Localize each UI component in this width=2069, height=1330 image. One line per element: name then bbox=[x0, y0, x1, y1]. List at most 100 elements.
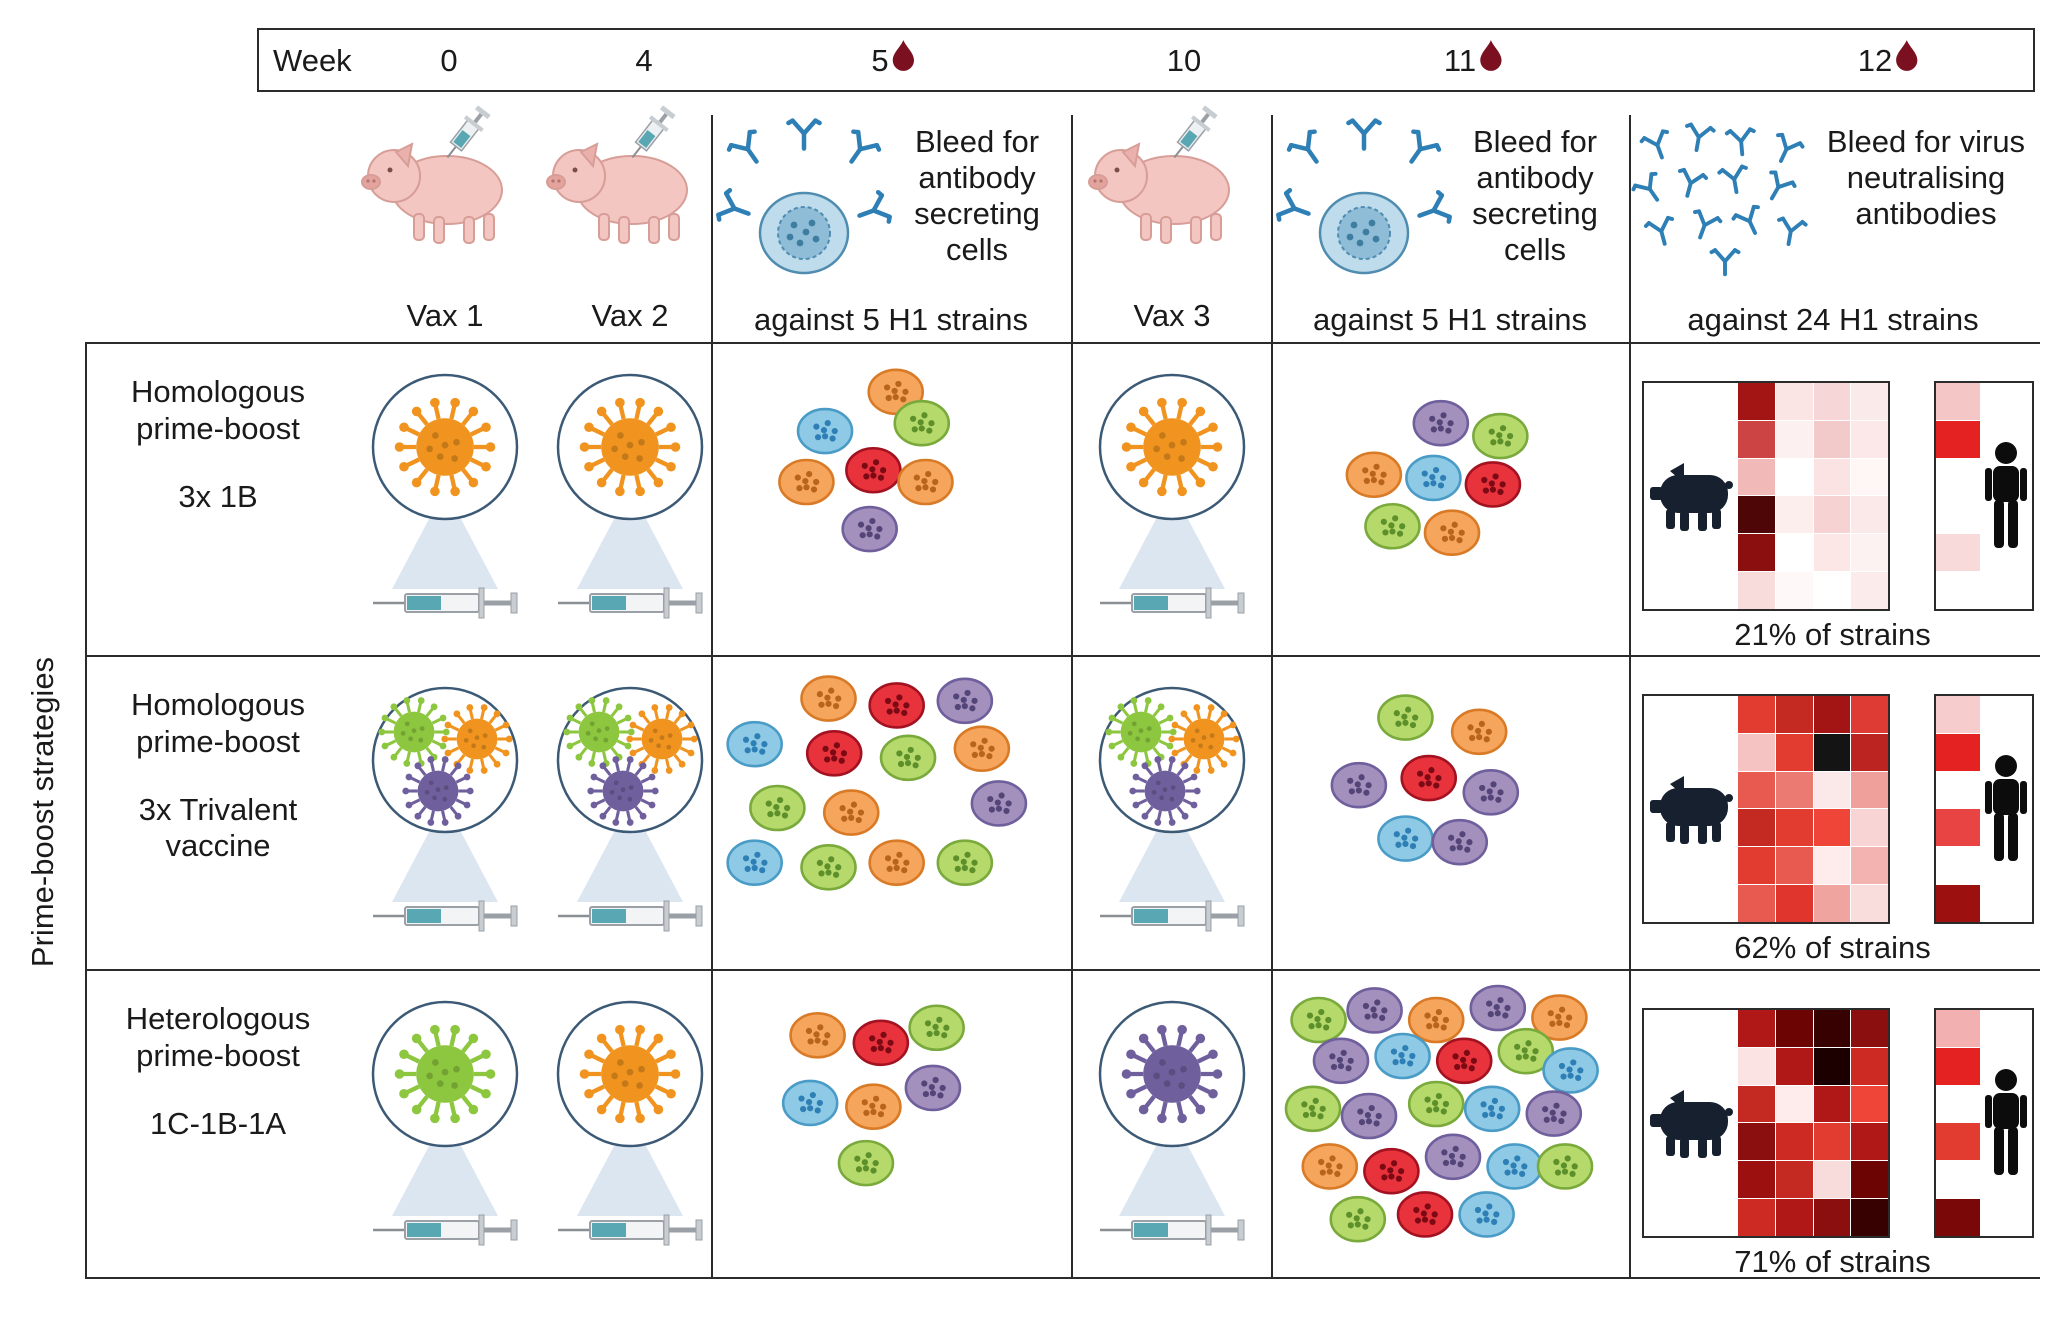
heatmap-cell bbox=[1936, 496, 1980, 534]
virus-icon bbox=[1129, 756, 1201, 826]
heatmap-cell bbox=[1775, 420, 1813, 458]
strain-coverage-result: 62% of strains bbox=[1734, 930, 1931, 965]
cell-icon bbox=[953, 725, 1011, 773]
virus-icon bbox=[378, 697, 450, 767]
human-heatmap-grid bbox=[1936, 696, 1980, 922]
bleed1-header: Bleed for antibody secreting cells again… bbox=[713, 116, 1069, 342]
heatmap-cell bbox=[1775, 771, 1813, 809]
virus-icon bbox=[626, 704, 698, 774]
antibody-icon bbox=[1643, 215, 1674, 246]
heatmap-cell bbox=[1813, 383, 1851, 420]
bleed2-subtitle: against 5 H1 strains bbox=[1313, 302, 1587, 337]
vaccine-dose bbox=[1098, 1000, 1246, 1246]
heatmap-cell bbox=[1936, 809, 1980, 847]
heatmap-cell bbox=[1775, 1085, 1813, 1123]
heatmap-cell bbox=[1738, 733, 1775, 771]
vax2-label: Vax 2 bbox=[591, 298, 669, 333]
antibody-icon bbox=[1286, 129, 1319, 164]
heatmap-cell bbox=[1936, 1085, 1980, 1123]
cell-icon bbox=[1400, 754, 1458, 802]
cell-icon bbox=[1463, 1085, 1521, 1133]
antibody-icon bbox=[1731, 204, 1760, 235]
heatmap-cell bbox=[1775, 534, 1813, 572]
cell-icon bbox=[726, 839, 783, 887]
cell-icon bbox=[1405, 454, 1462, 502]
strategy-regimen: 3x Trivalent vaccine bbox=[138, 792, 298, 864]
cell-icon bbox=[1345, 451, 1403, 499]
heatmap-cell bbox=[1813, 1085, 1851, 1123]
cell-icon bbox=[796, 407, 854, 455]
bleed2-header: Bleed for antibody secreting cells again… bbox=[1273, 116, 1627, 342]
heatmap-cell bbox=[1936, 572, 1980, 609]
antibody-icon bbox=[1417, 190, 1452, 224]
asc-cluster-week11 bbox=[1330, 694, 1520, 866]
vaccine-dose bbox=[1098, 686, 1246, 932]
cell-icon bbox=[1497, 1027, 1555, 1075]
heatmap-cell bbox=[1738, 1010, 1775, 1047]
cell-icon bbox=[1412, 399, 1470, 447]
cell-icon bbox=[879, 734, 937, 782]
heatmap-cell bbox=[1813, 534, 1851, 572]
heatmap-cell bbox=[1738, 885, 1775, 922]
heatmap-cell bbox=[1936, 1161, 1980, 1199]
week-number: 11 bbox=[1443, 43, 1477, 78]
human-heatmap-grid bbox=[1936, 383, 1980, 609]
cell-icon bbox=[1374, 1032, 1431, 1080]
heatmap-cell bbox=[1936, 1010, 1980, 1047]
heatmap-cell bbox=[1813, 1123, 1851, 1161]
heatmap-cell bbox=[1813, 771, 1851, 809]
prime-boost-strategies-label: Prime-boost strategies bbox=[25, 656, 60, 968]
cell-icon bbox=[1284, 1085, 1342, 1133]
cell-icon bbox=[1340, 1092, 1398, 1140]
vaccine-dose bbox=[556, 1000, 704, 1246]
blood-drop-icon bbox=[893, 40, 915, 71]
heatmap-cell bbox=[1775, 1199, 1813, 1236]
antibody-icon bbox=[726, 129, 759, 164]
heatmap-cell bbox=[1851, 885, 1888, 922]
pig-heatmap-panel bbox=[1642, 694, 1890, 924]
bleed3-title: Bleed for virus neutralising antibodies bbox=[1826, 124, 2026, 231]
virus-icon bbox=[394, 1024, 496, 1124]
antibody-icon bbox=[1678, 167, 1709, 198]
antibody-icon bbox=[786, 118, 822, 151]
pig-with-syringe-icon bbox=[546, 105, 688, 244]
heatmap-cell bbox=[1775, 1161, 1813, 1199]
divider-line bbox=[85, 655, 2040, 657]
heatmap-cell bbox=[1851, 420, 1888, 458]
cell-icon bbox=[822, 789, 880, 836]
strain-coverage-result: 21% of strains bbox=[1734, 617, 1931, 652]
heatmap-cell bbox=[1936, 1047, 1980, 1085]
syringe-icon bbox=[558, 1214, 703, 1246]
syringe-icon bbox=[558, 587, 703, 619]
asc-cluster-week11 bbox=[1284, 984, 1599, 1243]
cell-icon bbox=[749, 784, 806, 832]
heatmap-cell bbox=[1775, 1010, 1813, 1047]
heatmap-cell bbox=[1738, 572, 1775, 609]
antibody-secreting-cell-svg bbox=[716, 118, 892, 275]
strain-coverage-result: 71% of strains bbox=[1734, 1244, 1931, 1279]
cell-icon bbox=[1407, 996, 1465, 1044]
heatmap-cell bbox=[1851, 383, 1888, 420]
divider-line bbox=[1271, 115, 1273, 1279]
cell-icon bbox=[1377, 815, 1434, 862]
pig-heatmap-grid bbox=[1738, 383, 1888, 609]
virus-icon bbox=[441, 704, 513, 774]
cell-icon bbox=[726, 720, 783, 768]
timeline-week-0: 0 bbox=[440, 43, 457, 79]
heatmap-cell bbox=[1936, 420, 1980, 458]
cell-icon bbox=[1472, 412, 1529, 460]
cell-icon bbox=[936, 839, 994, 887]
heatmap-cell bbox=[1738, 496, 1775, 534]
vaccine-dose bbox=[556, 686, 704, 932]
heatmap-cell bbox=[1738, 771, 1775, 809]
pig-heatmap-grid bbox=[1738, 696, 1888, 922]
cell-icon bbox=[1435, 1037, 1493, 1085]
week-number: 5 bbox=[871, 43, 889, 78]
virus-icon bbox=[1121, 397, 1223, 497]
pig-heatmap-panel bbox=[1642, 1008, 1890, 1238]
heatmap-cell bbox=[1738, 1047, 1775, 1085]
antibody-secreting-cell-svg bbox=[1276, 118, 1452, 275]
heatmap-cell bbox=[1775, 458, 1813, 496]
virus-icon bbox=[1121, 1024, 1223, 1124]
cell-icon bbox=[1364, 502, 1421, 550]
